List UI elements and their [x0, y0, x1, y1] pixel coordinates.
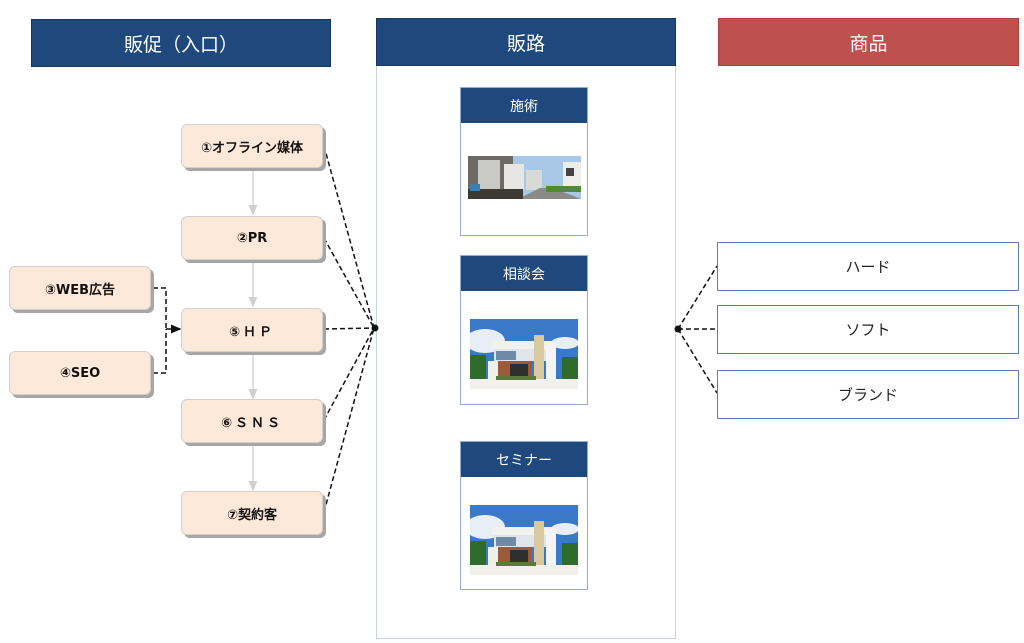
node-seo[interactable]: ④SEO	[9, 351, 151, 395]
node-contract-customer[interactable]: ⑦契約客	[181, 491, 323, 535]
connector-channel-to-brand	[677, 328, 718, 394]
node-label: ⑥ＳＮＳ	[220, 415, 283, 431]
connector-hp-to-channel	[323, 327, 375, 330]
node-label: ①オフライン媒体	[200, 140, 303, 156]
channel-card-seminar[interactable]: セミナー	[460, 441, 588, 590]
node-sns[interactable]: ⑥ＳＮＳ	[181, 399, 323, 443]
connector-seo-to-hp	[153, 329, 167, 374]
connector-offline-to-channel	[323, 145, 375, 329]
card-title: セミナー	[461, 442, 587, 477]
product-label: ソフト	[845, 321, 891, 339]
node-label: ⑤ＨＰ	[228, 324, 275, 340]
channel-card-treatment[interactable]: 施術	[460, 87, 588, 236]
street-of-houses-photo	[468, 156, 581, 199]
node-pr[interactable]: ②PR	[181, 216, 323, 260]
node-label: ④SEO	[59, 365, 101, 381]
product-label: ハード	[845, 258, 891, 276]
product-header: 商品	[718, 18, 1019, 66]
channel-junction-right	[674, 325, 682, 333]
connector-pr-to-channel	[323, 237, 375, 329]
connector-sns-to-channel	[323, 327, 375, 421]
node-hp[interactable]: ⑤ＨＰ	[181, 308, 323, 352]
modern-house-photo	[470, 319, 578, 389]
card-title: 相談会	[461, 256, 587, 291]
product-brand[interactable]: ブランド	[717, 370, 1019, 419]
card-title: 施術	[461, 88, 587, 123]
node-label: ②PR	[236, 230, 268, 246]
promotion-header: 販促（入口）	[31, 19, 331, 67]
channel-card-consultation[interactable]: 相談会	[460, 255, 588, 405]
connector-webad-to-hp	[153, 287, 167, 329]
product-hard[interactable]: ハード	[717, 242, 1019, 291]
node-label: ⑦契約客	[226, 507, 277, 523]
node-web-ad[interactable]: ③WEB広告	[9, 266, 151, 310]
channel-header-label: 販路	[506, 32, 545, 55]
product-label: ブランド	[837, 386, 898, 404]
promotion-header-label: 販促（入口）	[123, 33, 238, 56]
node-offline-media[interactable]: ①オフライン媒体	[181, 124, 323, 168]
product-header-label: 商品	[849, 32, 888, 55]
channel-junction-left	[371, 324, 379, 332]
connector-channel-to-hard	[677, 265, 718, 330]
modern-house-photo	[470, 505, 578, 575]
product-soft[interactable]: ソフト	[717, 305, 1019, 354]
connector-contract-to-channel	[323, 327, 375, 513]
channel-header: 販路	[376, 18, 676, 66]
node-label: ③WEB広告	[44, 282, 116, 298]
